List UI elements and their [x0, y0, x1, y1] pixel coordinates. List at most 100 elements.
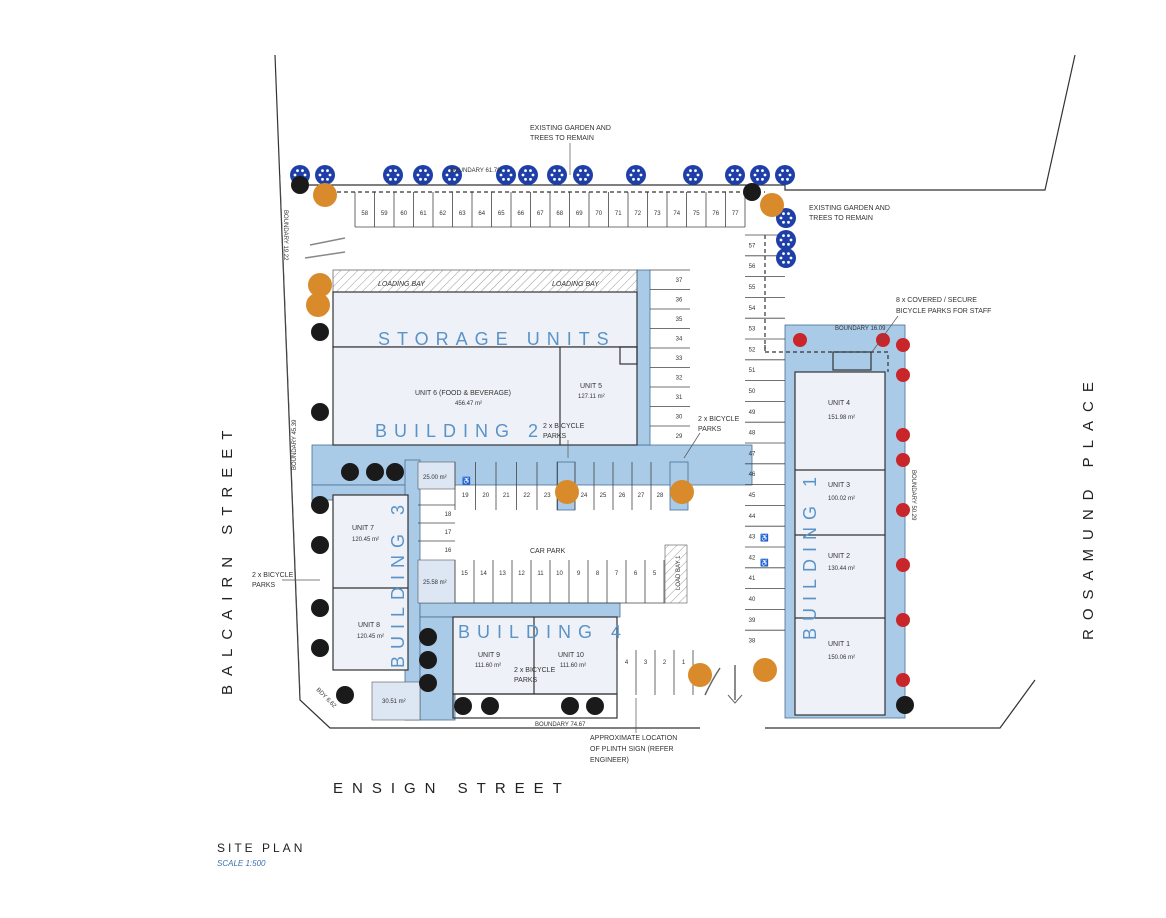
annotations: EXISTING GARDEN AND TREES TO REMAIN EXIS… — [252, 125, 991, 764]
parking-space-number: 63 — [459, 211, 466, 217]
shrub-orange-icon — [670, 480, 694, 504]
shrub-orange-icon — [688, 663, 712, 687]
plinth-note: ENGINEER) — [590, 757, 629, 764]
pad-area-a: 25.00 m² — [423, 475, 447, 481]
street-name-south: ENSIGN STREET — [333, 780, 571, 797]
parking-space-number: 76 — [712, 211, 719, 217]
flowering-plant-icon — [896, 453, 910, 467]
shrub-orange-icon — [308, 273, 332, 297]
parking-space-number: 54 — [749, 306, 756, 312]
garden-right-note: TREES TO REMAIN — [809, 215, 873, 222]
pad-area-b: 25.58 m² — [423, 580, 447, 586]
unit-5-area: 127.11 m² — [578, 394, 605, 400]
shrub-icon — [896, 696, 914, 714]
parking-space-number: 60 — [400, 211, 407, 217]
parking-space-number: 41 — [749, 576, 756, 582]
parking-space-number: 26 — [619, 493, 626, 499]
parking-space-number: 77 — [732, 211, 739, 217]
parking-space-number: 50 — [749, 389, 756, 395]
bike-parks-note: 2 x BICYCLE — [252, 572, 294, 579]
plinth-note: OF PLINTH SIGN (REFER — [590, 746, 674, 753]
existing-tree-icon — [683, 165, 703, 185]
parking-space-number: 74 — [673, 211, 680, 217]
parking-space-number: 34 — [676, 336, 683, 342]
parking-space-number: 67 — [537, 211, 544, 217]
flowering-plant-icon — [896, 613, 910, 627]
parking-space-number: 23 — [544, 493, 551, 499]
unit-6-name: UNIT 6 (FOOD & BEVERAGE) — [415, 390, 511, 397]
parking-space-number: 43 — [749, 535, 756, 541]
shrub-icon — [336, 686, 354, 704]
car-park-label: CAR PARK — [530, 548, 566, 555]
existing-tree-icon — [413, 165, 433, 185]
building-2 — [332, 346, 638, 446]
parking-space-number: 25 — [600, 493, 607, 499]
parking-space-number: 1 — [682, 660, 686, 666]
parking-space-number: 68 — [556, 211, 563, 217]
flowering-plant-icon — [793, 333, 807, 347]
garden-top-note: EXISTING GARDEN AND — [530, 125, 611, 132]
parking-space-number: 47 — [749, 451, 756, 457]
bike-parks-note: PARKS — [698, 426, 722, 433]
building-4 — [452, 616, 618, 695]
boundary-bottom-label: BOUNDARY 74.67 — [535, 722, 586, 728]
existing-tree-icon — [442, 165, 462, 185]
plan-scale: SCALE 1:500 — [217, 859, 266, 868]
parking-space-number: 30 — [676, 414, 683, 420]
parking-space-number: 4 — [625, 660, 629, 666]
parking-space-number: 66 — [517, 211, 524, 217]
parking-space-number: 8 — [596, 571, 600, 577]
parking-space-number: 49 — [749, 410, 756, 416]
parking-space-number: 17 — [445, 530, 452, 536]
unit-2-area: 130.44 m² — [828, 566, 855, 572]
parking-space-number: 6 — [634, 571, 638, 577]
parking-space-number: 9 — [577, 571, 581, 577]
building-1 — [794, 371, 886, 716]
bike-parks-note: PARKS — [514, 677, 538, 684]
parking-space-number: 39 — [749, 618, 756, 624]
parking-space-number: 12 — [518, 571, 525, 577]
entry-arrow-icon — [304, 237, 346, 259]
parking-space-number: 37 — [676, 278, 683, 284]
street-name-west: BALCAIRN STREET — [219, 422, 236, 695]
parking-space-number: 55 — [749, 285, 756, 291]
parking-space-number: 40 — [749, 597, 756, 603]
covered-bikes-note: 8 x COVERED / SECURE — [896, 297, 977, 304]
building-1-label: BUILDING 1 — [800, 470, 820, 640]
existing-tree-icon — [315, 165, 335, 185]
shrub-icon — [311, 323, 329, 341]
bike-parks-note: PARKS — [543, 433, 567, 440]
shrub-icon — [341, 463, 359, 481]
accessible-parking-icon: ♿ — [462, 476, 471, 485]
covered-bikes-note: BICYCLE PARKS FOR STAFF — [896, 308, 991, 315]
unit-7-name: UNIT 7 — [352, 525, 374, 532]
parking-space-number: 73 — [654, 211, 661, 217]
existing-tree-icon — [626, 165, 646, 185]
parking-space-number: 20 — [482, 493, 489, 499]
unit-3-area: 100.02 m² — [828, 496, 855, 502]
boundary-top-label: BOUNDARY 61.76 — [450, 168, 501, 174]
unit-4-name: UNIT 4 — [828, 400, 850, 407]
parking-space-number: 29 — [676, 434, 683, 440]
shrub-orange-icon — [555, 480, 579, 504]
parking-space-number: 58 — [361, 211, 368, 217]
garden-top-note: TREES TO REMAIN — [530, 135, 594, 142]
flowering-plant-icon — [896, 503, 910, 517]
unit-4-area: 151.98 m² — [828, 415, 855, 421]
parking-space-number: 21 — [503, 493, 510, 499]
unit-6-area: 456.47 m² — [455, 401, 482, 407]
unit-10-area: 111.60 m² — [560, 663, 586, 669]
boundary-left2-label: BOUNDARY 45.39 — [292, 419, 298, 470]
shrub-icon — [586, 697, 604, 715]
shrub-orange-icon — [753, 658, 777, 682]
garden-right-note: EXISTING GARDEN AND — [809, 205, 890, 212]
parking-space-number: 69 — [576, 211, 583, 217]
unit-9-name: UNIT 9 — [478, 652, 500, 659]
shrub-orange-icon — [306, 293, 330, 317]
parking-space-number: 53 — [749, 327, 756, 333]
parking-space-number: 28 — [657, 493, 664, 499]
shrub-icon — [311, 639, 329, 657]
parking-space-number: 13 — [499, 571, 506, 577]
